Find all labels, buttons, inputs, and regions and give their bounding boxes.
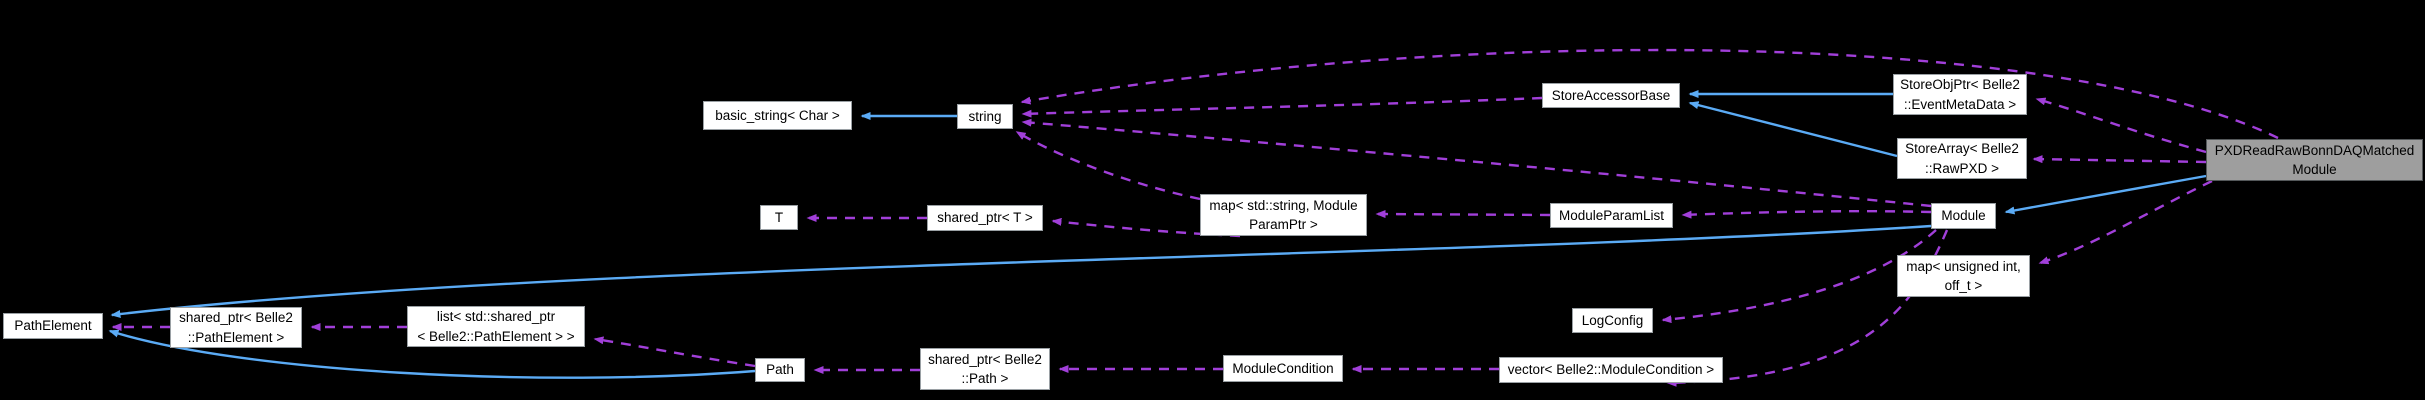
node-label: shared_ptr< T > bbox=[937, 210, 1033, 226]
node-label: Path bbox=[766, 362, 794, 378]
edge-main-string bbox=[1020, 48, 2279, 140]
node-module-condition[interactable]: ModuleCondition bbox=[1223, 355, 1343, 382]
edge-mapparam-string bbox=[1015, 130, 1201, 201]
edge-module-pathelement bbox=[110, 224, 1932, 318]
node-map-string-moduleparamptr[interactable]: map< std::string, Module ParamPtr > bbox=[1200, 194, 1367, 236]
edge-storeaccessorbase-string bbox=[1021, 96, 1543, 118]
node-label: LogConfig bbox=[1581, 312, 1644, 328]
node-basic-string[interactable]: basic_string< Char > bbox=[703, 101, 852, 130]
edge-main-mapoff bbox=[2038, 179, 2213, 265]
node-label: basic_string< Char > bbox=[715, 107, 840, 123]
node-string[interactable]: string bbox=[957, 104, 1013, 129]
edge-module-string bbox=[1021, 118, 1932, 208]
node-store-array[interactable]: StoreArray< Belle2 ::RawPXD > bbox=[1897, 138, 2027, 179]
node-label: string bbox=[968, 108, 1002, 124]
node-label: shared_ptr< Belle2 ::Path > bbox=[928, 351, 1042, 386]
node-t[interactable]: T bbox=[760, 205, 798, 230]
node-label: StoreAccessorBase bbox=[1551, 87, 1671, 103]
node-label: map< std::string, Module ParamPtr > bbox=[1209, 197, 1358, 232]
node-label: ModuleCondition bbox=[1232, 360, 1334, 376]
edge-path-list bbox=[593, 336, 756, 368]
node-map-unsigned-int-offt[interactable]: map< unsigned int, off_t > bbox=[1897, 255, 2030, 297]
node-store-obj-ptr[interactable]: StoreObjPtr< Belle2 ::EventMetaData > bbox=[1893, 74, 2027, 115]
node-label: T bbox=[774, 209, 784, 225]
node-pxd-read-raw-bonn-daq-matched-module: PXDReadRawBonnDAQMatched Module bbox=[2206, 139, 2423, 181]
node-module[interactable]: Module bbox=[1931, 203, 1996, 229]
node-shared-ptr-path[interactable]: shared_ptr< Belle2 ::Path > bbox=[920, 348, 1050, 390]
edge-main-storearray bbox=[2032, 155, 2207, 164]
node-label: ModuleParamList bbox=[1558, 207, 1665, 223]
node-label: StoreArray< Belle2 ::RawPXD > bbox=[1905, 141, 2019, 176]
node-label: PXDReadRawBonnDAQMatched Module bbox=[2214, 142, 2415, 177]
node-label: vector< Belle2::ModuleCondition > bbox=[1507, 362, 1715, 378]
node-label: map< unsigned int, off_t > bbox=[1906, 258, 2021, 293]
edge-module-logconfig bbox=[1661, 229, 1937, 324]
edge-moduleparamlist-mapparam bbox=[1375, 210, 1551, 219]
edge-main-module bbox=[2004, 174, 2207, 215]
node-shared-ptr-path-element[interactable]: shared_ptr< Belle2 ::PathElement > bbox=[170, 307, 302, 348]
node-label: Module bbox=[1941, 208, 1986, 224]
node-label: list< std::shared_ptr < Belle2::PathElem… bbox=[417, 309, 575, 344]
edge-module-vectorcondition bbox=[1666, 229, 1949, 387]
node-path[interactable]: Path bbox=[755, 358, 805, 382]
node-label: StoreObjPtr< Belle2 ::EventMetaData > bbox=[1900, 77, 2020, 112]
node-vector-module-condition[interactable]: vector< Belle2::ModuleCondition > bbox=[1499, 357, 1723, 383]
node-label: shared_ptr< Belle2 ::PathElement > bbox=[179, 310, 293, 345]
node-path-element[interactable]: PathElement bbox=[3, 313, 103, 339]
node-list-shared-ptr-path-element[interactable]: list< std::shared_ptr < Belle2::PathElem… bbox=[407, 306, 585, 347]
edge-module-moduleparamlist bbox=[1681, 210, 1932, 219]
node-shared-ptr-t[interactable]: shared_ptr< T > bbox=[927, 205, 1043, 231]
node-label: PathElement bbox=[14, 318, 92, 334]
edge-storearray-storeaccessorbase bbox=[1688, 101, 1898, 158]
node-store-accessor-base[interactable]: StoreAccessorBase bbox=[1542, 83, 1680, 108]
node-log-config[interactable]: LogConfig bbox=[1572, 308, 1653, 333]
edge-main-storeobjptr bbox=[2035, 97, 2207, 154]
node-module-param-list[interactable]: ModuleParamList bbox=[1550, 203, 1673, 228]
